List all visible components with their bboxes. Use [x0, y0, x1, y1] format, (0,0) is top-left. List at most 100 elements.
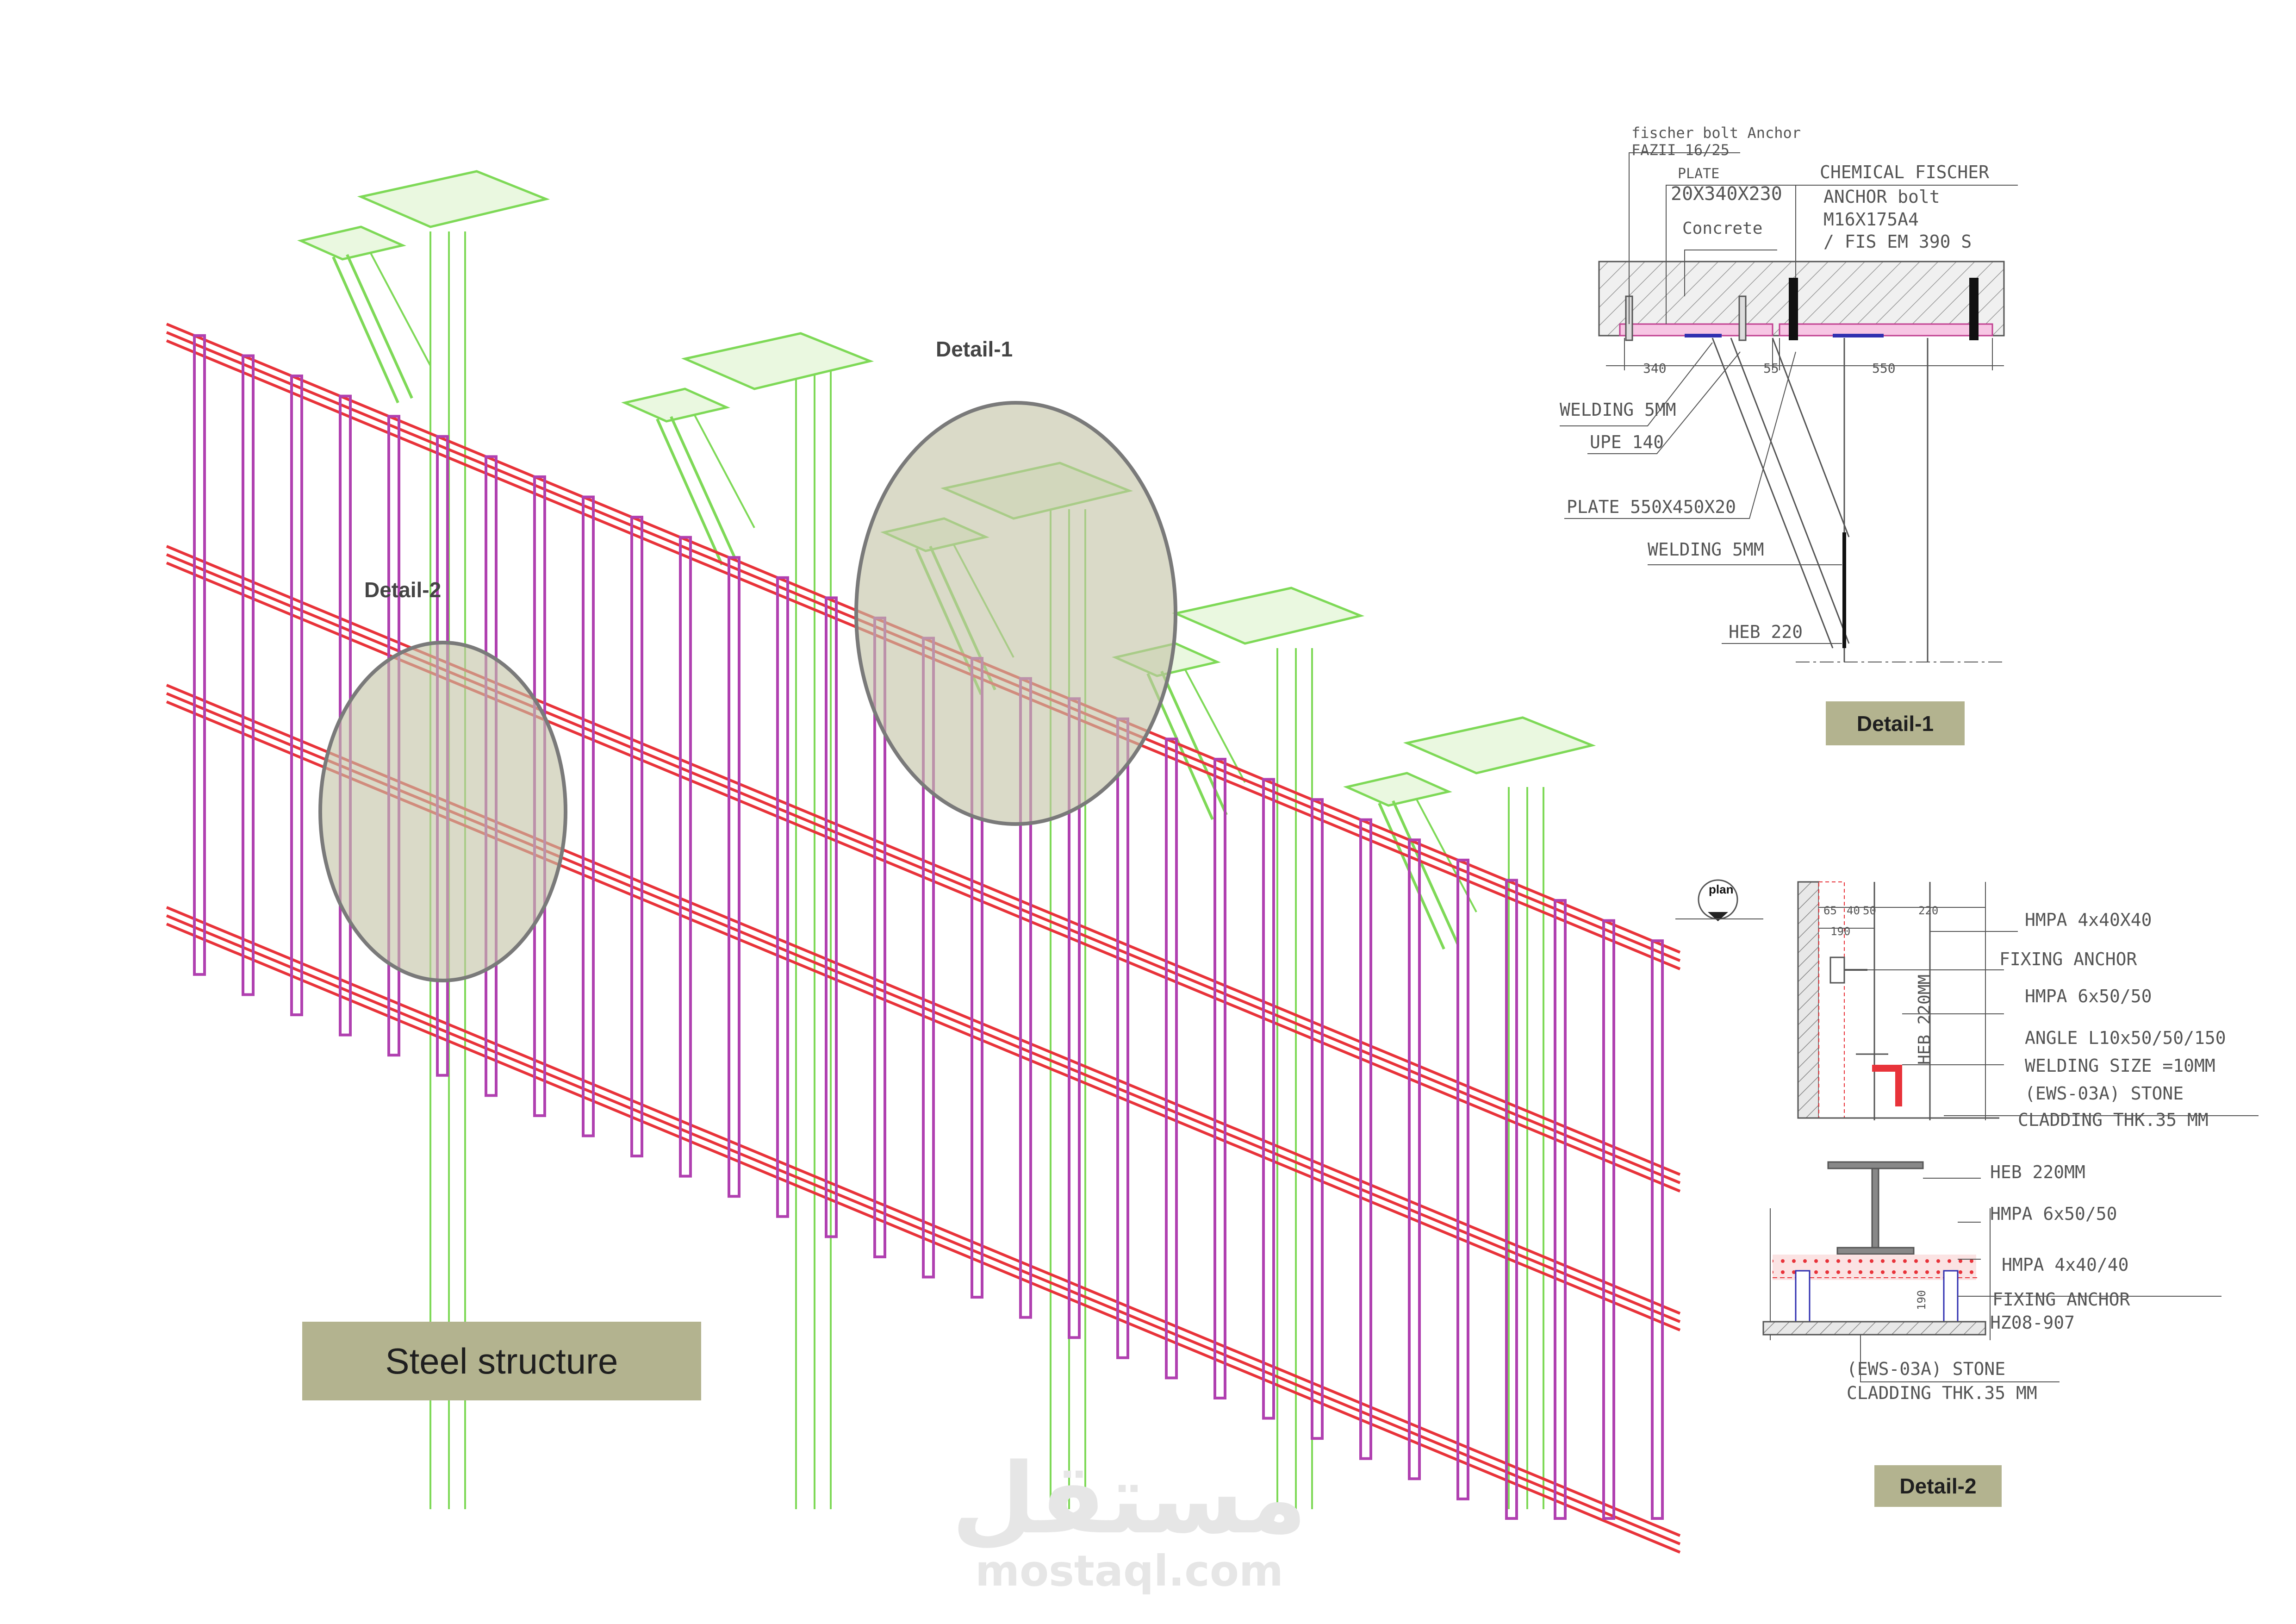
mullion-20 [1165, 737, 1178, 1380]
d2p-note-0: HMPA 4x40X40 [2025, 910, 2152, 930]
detail1-section-drawing [1560, 152, 2018, 662]
detail2-plan-notes: plan HMPA 4x40X40 FIXING ANCHOR HMPA 6x5… [1709, 882, 2226, 1130]
mullion-9 [630, 516, 643, 1158]
mullion-10 [679, 536, 692, 1178]
mullion-2 [290, 375, 303, 1017]
mullion-11 [728, 556, 740, 1198]
mullion-25 [1408, 838, 1421, 1480]
d2s-dim-0: 190 [1915, 1290, 1928, 1310]
d2p-dim-0: 65 [1823, 904, 1837, 917]
d2s-note-2: HMPA 4x40/40 [2002, 1255, 2129, 1275]
d1-note-2: PLATE [1678, 166, 1719, 182]
upe-strut-line-1 [1711, 337, 1834, 649]
mullion-22 [1262, 778, 1275, 1420]
watermark-arabic: مستقل [952, 1442, 1307, 1555]
bracket-small-plate-4 [1343, 772, 1452, 807]
d1-note-4: Concrete [1682, 219, 1762, 238]
d1-note-0: fischer bolt Anchor [1631, 124, 1801, 142]
detail1-notes: fischer bolt Anchor FAZII 16/25 PLATE 20… [1560, 124, 1989, 642]
detail2-highlight-ellipse [318, 641, 567, 982]
bracket-plate-4 [1403, 716, 1596, 775]
mullion-21 [1213, 757, 1226, 1399]
bracket-strut-b-4 [1392, 800, 1459, 945]
d1-note-12: WELDING 5MM [1648, 539, 1764, 560]
d2p-note-4: WELDING SIZE =10MM [2025, 1056, 2215, 1076]
bracket-small-plate-1 [621, 387, 730, 423]
detail2-label-text: Detail-2 [1899, 1474, 1977, 1498]
bracket-strut-c-3 [1184, 668, 1246, 783]
bracket-strut-b-3 [1160, 670, 1228, 816]
detail1-label-text: Detail-1 [1856, 711, 1934, 736]
weld-strip-left [1685, 334, 1722, 337]
bracket-strut-a-4 [1378, 802, 1445, 950]
section-anchor-left [1795, 1270, 1811, 1323]
d1-note-11: PLATE 550X450X20 [1567, 497, 1736, 517]
bracket-plate-0 [357, 170, 550, 228]
bracket-strut-b-0 [346, 254, 413, 399]
anchor-plate-left [1619, 323, 1773, 337]
d1-dim-1: 55 [1763, 361, 1779, 376]
mullion-13 [825, 596, 838, 1238]
d1-note-3: 20X340X230 [1671, 183, 1782, 205]
section-heb-top-flange [1827, 1161, 1924, 1169]
fischer-bolt-right [1738, 295, 1747, 341]
d2s-note-0: HEB 220MM [1990, 1162, 2085, 1182]
steel-structure-label: Steel structure [302, 1322, 701, 1400]
plan-wall [1797, 881, 1820, 1119]
bracket-plate-1 [681, 332, 874, 390]
d2s-note-3: FIXING ANCHOR [1992, 1289, 2130, 1310]
bracket-strut-c-1 [693, 414, 755, 528]
bracket-strut-c-0 [369, 252, 431, 366]
detail1-label-box: Detail-1 [1826, 701, 1965, 745]
d1-note-6: ANCHOR bolt [1823, 187, 1940, 207]
mullion-30 [1651, 939, 1664, 1520]
plan-fixing-anchor [1829, 956, 1845, 984]
plan-angle-red [1872, 1065, 1902, 1106]
d2p-dim-1: 40 [1847, 904, 1860, 917]
detail2-section-notes: HEB 220MM HMPA 6x50/50 HMPA 4x40/40 FIXI… [1847, 1162, 2130, 1403]
detail2-callout: Detail-2 [364, 578, 441, 602]
mullion-28 [1554, 899, 1567, 1520]
detail1-highlight-ellipse [854, 401, 1177, 826]
mullion-12 [776, 576, 789, 1218]
mostaql-watermark: مستقل mostaql.com [952, 1442, 1307, 1596]
weld-strip-right [1833, 334, 1884, 337]
section-anchor-right [1943, 1270, 1959, 1323]
d1-note-5: CHEMICAL FISCHER [1820, 162, 1989, 182]
bracket-small-plate-0 [297, 225, 406, 261]
plan-cladding [1818, 881, 1845, 1118]
steel-structure-label-text: Steel structure [385, 1340, 618, 1381]
d2p-note-6: CLADDING THK.35 MM [2018, 1110, 2209, 1130]
d2p-dim-2: 50 [1863, 904, 1876, 917]
detail1-callout: Detail-1 [936, 337, 1013, 361]
d2p-dim-4: 190 [1830, 925, 1850, 938]
mullion-19 [1116, 717, 1129, 1359]
bracket-strut-a-0 [332, 256, 399, 404]
d2s-note-4: HZ08-907 [1990, 1312, 2075, 1333]
upe-strut-line-2 [1730, 337, 1850, 644]
section-heb-bottom-flange [1836, 1247, 1915, 1255]
bracket-strut-b-1 [670, 416, 737, 561]
d1-note-7: M16X175A4 [1823, 209, 1919, 230]
bracket-plate-3 [1171, 587, 1365, 645]
mullion-24 [1359, 818, 1372, 1460]
detail2-plan-drawing [1675, 879, 2259, 1120]
d2s-note-6: CLADDING THK.35 MM [1847, 1383, 2037, 1403]
detail2-label-box: Detail-2 [1874, 1465, 2002, 1507]
d2s-note-1: HMPA 6x50/50 [1990, 1204, 2117, 1224]
anchor-plate-right [1779, 323, 1993, 337]
mullion-1 [242, 354, 255, 996]
chemical-anchor-left [1789, 278, 1798, 340]
d2p-note-1: FIXING ANCHOR [1999, 949, 2137, 969]
d1-note-10: UPE 140 [1590, 432, 1664, 452]
d2p-note-2: HMPA 6x50/50 [2025, 986, 2152, 1006]
d1-note-13: HEB 220 [1729, 622, 1803, 642]
section-heb-web [1871, 1168, 1879, 1255]
mullion-8 [582, 495, 595, 1137]
mullion-27 [1505, 879, 1518, 1520]
section-cladding [1762, 1321, 1986, 1336]
d2p-vertical-label: HEB 220MM [1915, 974, 1934, 1065]
d1-dim-2: 550 [1872, 361, 1896, 376]
watermark-latin: mostaql.com [975, 1546, 1283, 1596]
